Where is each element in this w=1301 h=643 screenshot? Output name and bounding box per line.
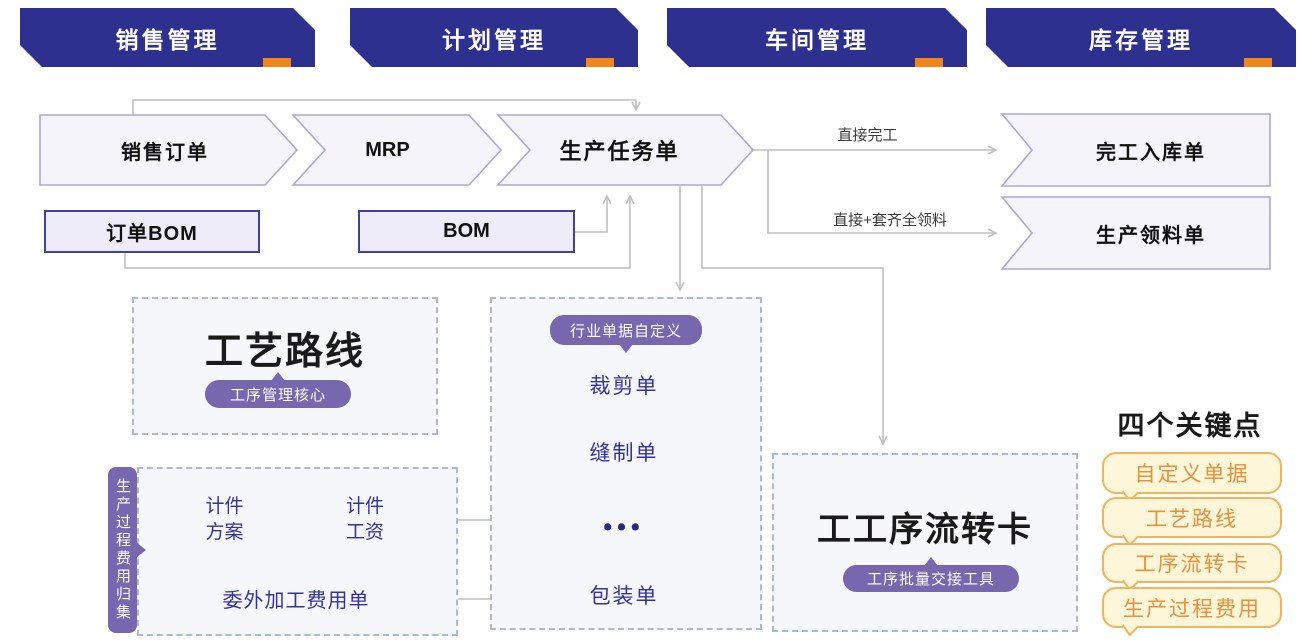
- connector-bom-to-task: [575, 194, 612, 233]
- flow-card-badge-label: 工序批量交接工具: [866, 571, 995, 588]
- node-bom: BOM: [358, 210, 575, 253]
- edge-label-direct-pick: 直接+套齐全领料: [833, 211, 947, 229]
- doc-packing-order: 包装单: [589, 585, 659, 608]
- banner-workshop-label: 车间管理: [765, 26, 869, 53]
- banner-workshop-management: 车间管理: [667, 8, 967, 67]
- banner-orange-tab: [263, 58, 291, 67]
- cost-collection-tab: 生产过程费用归集: [108, 467, 146, 633]
- key-points-title: 四个关键点: [1117, 410, 1263, 441]
- badge-pointer-up: [271, 372, 285, 381]
- key-point-label: 生产过程费用: [1123, 597, 1261, 621]
- node-piece-wage: 计件工资: [320, 485, 410, 555]
- node-sales-order: 销售订单: [121, 141, 209, 164]
- node-piece-plan: 计件方案: [182, 485, 267, 555]
- banner-orange-tab: [915, 58, 943, 67]
- key-point-custom-docs: 自定义单据: [1102, 452, 1282, 503]
- doc-cutting-order: 裁剪单: [589, 374, 659, 398]
- banner-orange-tab: [586, 58, 614, 67]
- piece-plan-label: 计件方案: [205, 496, 244, 543]
- banner-inventory-management: 库存管理: [986, 8, 1296, 67]
- key-point-process-cost: 生产过程费用: [1102, 587, 1282, 637]
- badge-pointer-down: [619, 344, 633, 353]
- banner-sales-management: 销售管理: [20, 8, 315, 67]
- industry-docs-badge-label: 行业单据自定义: [569, 322, 682, 340]
- connector-salesorder-to-task: [132, 99, 641, 115]
- node-order-bom: 订单BOM: [44, 210, 260, 253]
- key-point-label: 自定义单据: [1134, 463, 1250, 486]
- cost-collection-panel: [137, 467, 458, 636]
- piece-wage-label: 计件工资: [345, 496, 384, 543]
- node-production-picking: 生产领料单: [1096, 224, 1206, 247]
- key-point-process-route: 工艺路线: [1102, 497, 1282, 547]
- flow-card-title: 工工序流转卡: [817, 510, 1033, 549]
- node-finished-goods-receipt: 完工入库单: [1096, 141, 1206, 164]
- node-mrp: MRP: [365, 138, 410, 161]
- process-route-badge-label: 工序管理核心: [229, 386, 326, 404]
- key-point-flow-card: 工序流转卡: [1102, 543, 1282, 592]
- node-outsourcing-fee: 委外加工费用单: [222, 590, 370, 612]
- banner-plan-label: 计划管理: [442, 26, 546, 53]
- process-route-badge: 工序管理核心: [205, 372, 351, 408]
- tab-pointer-right: [136, 542, 146, 558]
- process-route-title: 工艺路线: [204, 330, 365, 373]
- edge-label-direct-finish: 直接完工: [837, 126, 898, 144]
- key-point-label: 工艺路线: [1146, 507, 1238, 531]
- banner-inventory-label: 库存管理: [1089, 26, 1193, 53]
- key-point-label: 工序流转卡: [1134, 553, 1250, 576]
- process-route-panel: [132, 297, 438, 435]
- industry-docs-badge: 行业单据自定义: [550, 315, 702, 353]
- banner-orange-tab: [1244, 58, 1272, 67]
- badge-pointer-up: [924, 557, 938, 566]
- cost-collection-tab-label: 生产过程费用归集: [114, 478, 131, 622]
- doc-more-orders: •••: [603, 512, 645, 541]
- banner-plan-management: 计划管理: [350, 8, 638, 67]
- node-production-task: 生产任务单: [559, 139, 680, 164]
- doc-sewing-order: 缝制单: [589, 441, 659, 465]
- banner-sales-label: 销售管理: [115, 26, 220, 53]
- flow-card-panel: [772, 453, 1078, 632]
- flow-card-badge: 工序批量交接工具: [843, 557, 1019, 592]
